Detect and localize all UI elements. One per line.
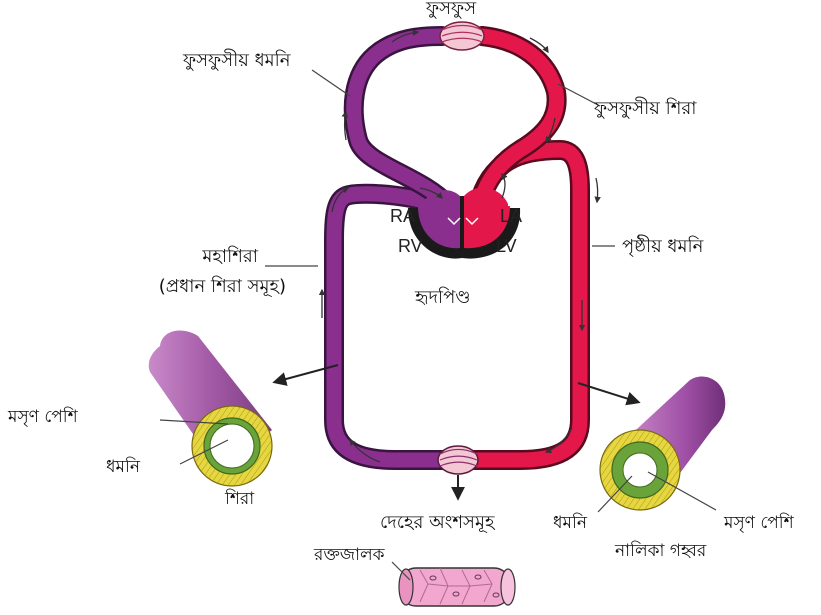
label-aorta: পৃষ্ঠীয় ধমনি <box>622 235 704 258</box>
label-right-artery: ধমনি <box>553 512 588 533</box>
label-left-artery: ধমনি <box>106 456 141 477</box>
label-vena-cava-line2: (প্রধান শিরা সমূহ) <box>159 276 286 297</box>
label-rv: RV <box>398 236 423 256</box>
capillary-network <box>399 568 515 606</box>
label-lv: LV <box>496 236 517 256</box>
label-la: LA <box>500 206 522 226</box>
label-left-muscle: মসৃণ পেশি <box>7 406 79 427</box>
lungs-capillary-bed <box>440 22 484 50</box>
body-capillary-bed <box>438 446 478 474</box>
label-heart: হৃদপিণ্ড <box>414 287 471 308</box>
label-ra: RA <box>390 206 415 226</box>
label-right-lumen: নালিকা গহ্বর <box>614 540 707 561</box>
label-capillaries: রক্তজালক <box>313 545 386 565</box>
label-body-parts: দেহের অংশসমূহ <box>380 512 496 533</box>
label-lungs: ফুসফুস <box>425 0 477 19</box>
label-pulmonary-vein: ফুসফুসীয় শিরা <box>593 97 697 119</box>
vein-cross-section <box>149 331 272 486</box>
label-vena-cava-line1: মহাশিরা <box>201 246 258 267</box>
label-pulmonary-artery: ফুসফুসীয় ধমনি <box>182 49 291 71</box>
label-right-muscle: মসৃণ পেশি <box>723 512 795 533</box>
label-left-vein: শিরা <box>224 488 255 509</box>
